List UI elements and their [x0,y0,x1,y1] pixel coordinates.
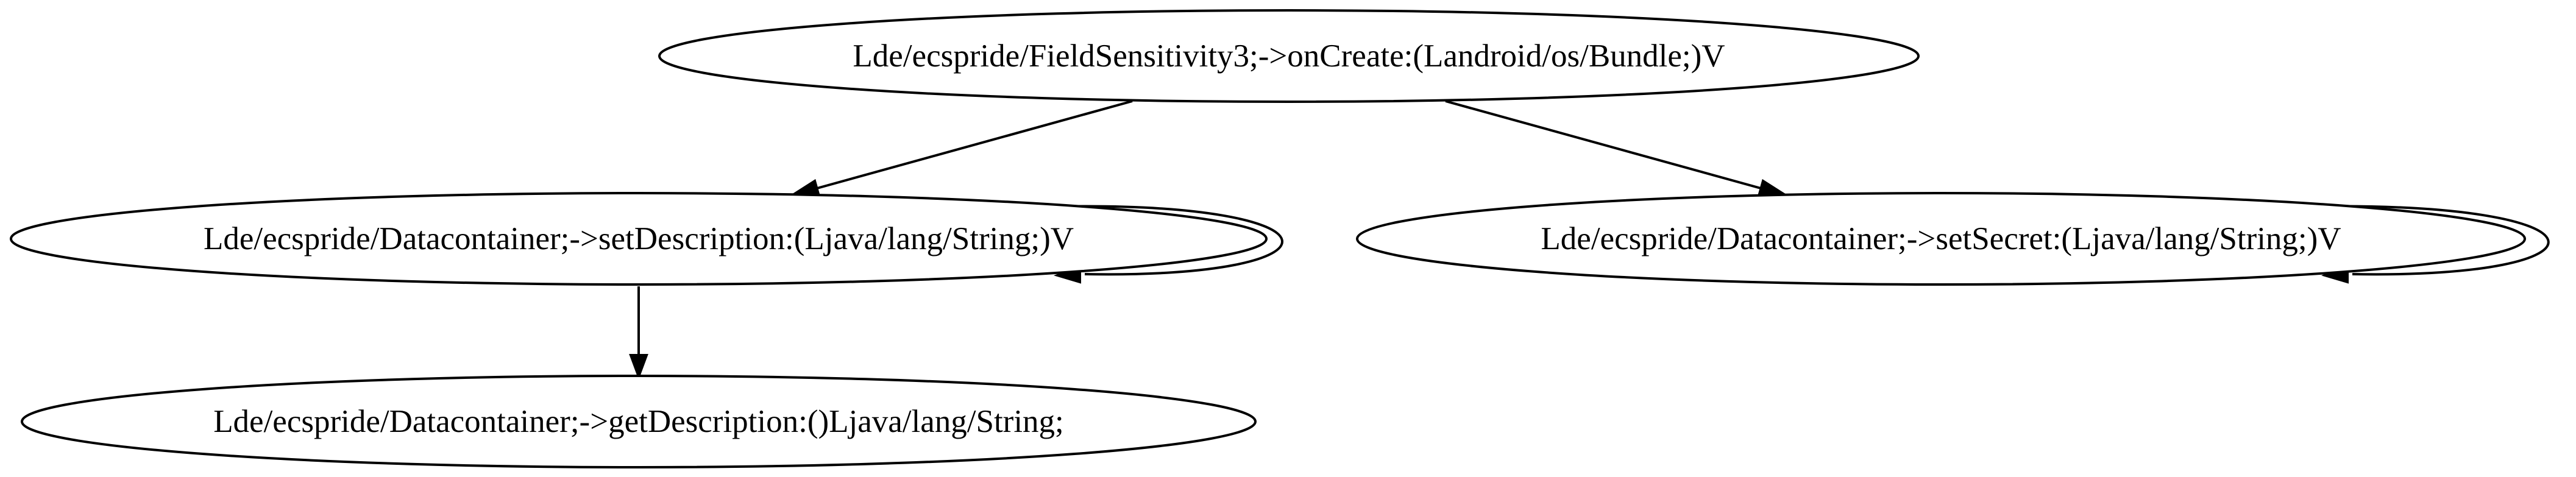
node-label: Lde/ecspride/Datacontainer;->setDescript… [204,221,1074,256]
node-setsecret: Lde/ecspride/Datacontainer;->setSecret:(… [1356,192,2526,286]
edge-setdescription-to-getdescription [629,286,648,380]
edge-oncreate-to-setsecret [1445,100,1787,198]
node-label: Lde/ecspride/Datacontainer;->setSecret:(… [1541,221,2341,256]
node-setdescription: Lde/ecspride/Datacontainer;->setDescript… [10,192,1268,286]
node-getdescription: Lde/ecspride/Datacontainer;->getDescript… [21,375,1257,468]
arrowhead [629,354,648,380]
node-oncreate: Lde/ecspride/FieldSensitivity3;->onCreat… [658,9,1920,103]
node-label: Lde/ecspride/FieldSensitivity3;->onCreat… [853,38,1725,74]
node-label: Lde/ecspride/Datacontainer;->getDescript… [213,404,1064,439]
edge-oncreate-to-setdescription [791,100,1133,198]
